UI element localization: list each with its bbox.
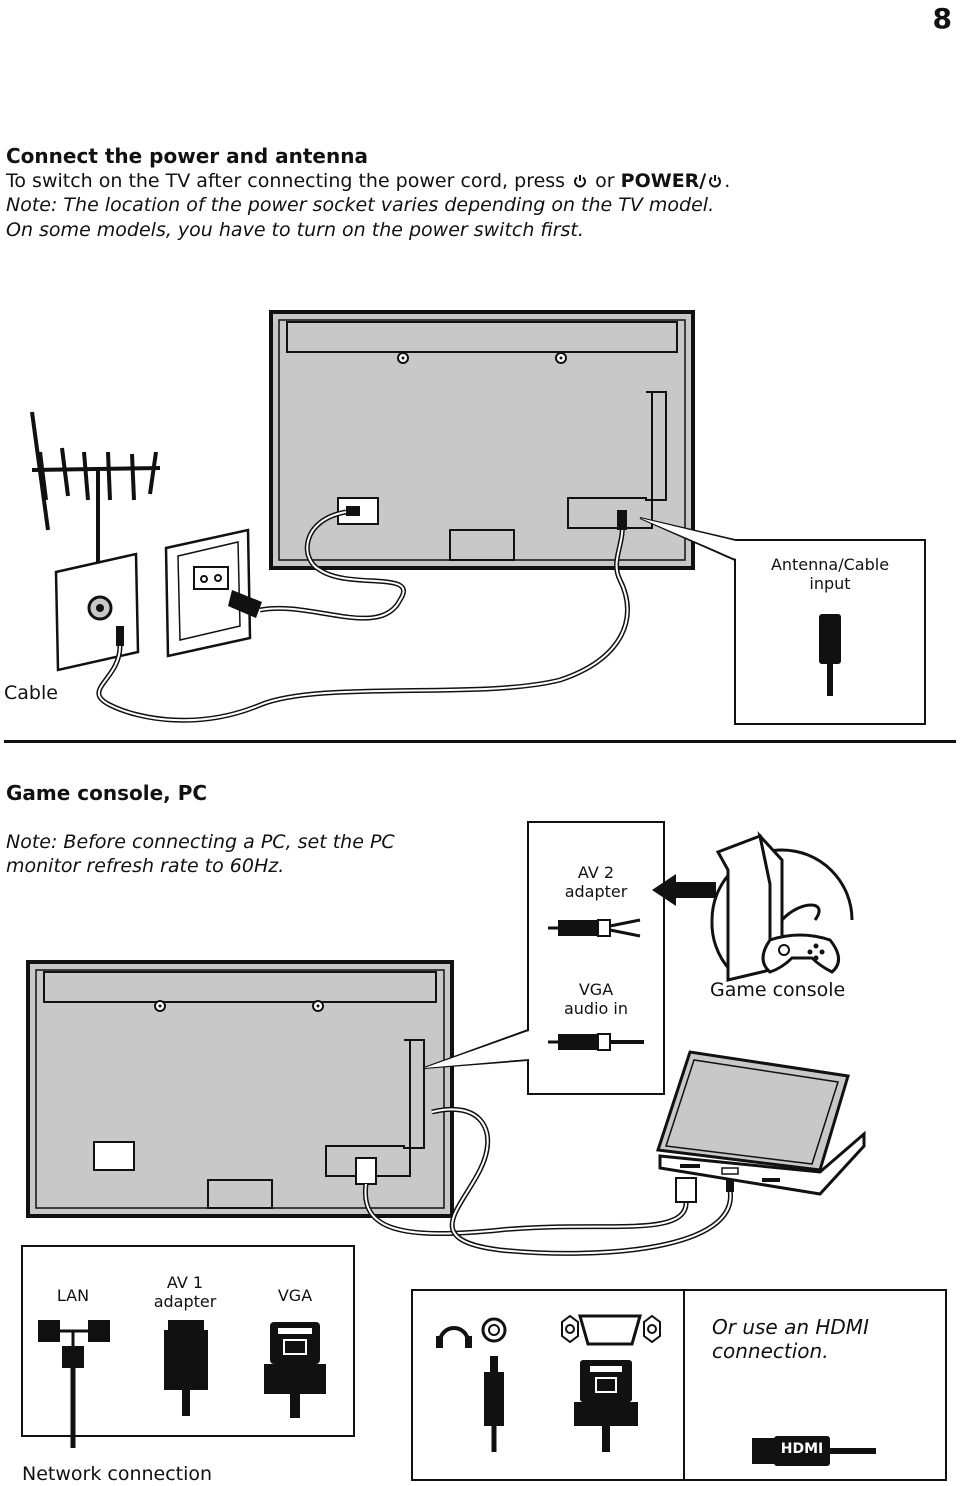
vga-audio-plug bbox=[548, 1033, 644, 1051]
cable-label: Cable bbox=[4, 682, 58, 704]
av2-adapter-label: AV 2 adapter bbox=[530, 863, 662, 901]
page-number: 8 bbox=[932, 2, 952, 35]
hdmi-plug-text: HDMI bbox=[780, 1441, 824, 1457]
audio-jack-icon bbox=[481, 1317, 507, 1452]
headphone-icon bbox=[436, 1326, 472, 1348]
vga-audio-label-line1: VGA bbox=[578, 980, 614, 999]
power-instruction: To switch on the TV after connecting the… bbox=[6, 169, 730, 193]
av1-adapter-icon bbox=[164, 1320, 208, 1416]
power-icon bbox=[574, 175, 587, 188]
av1-label-line2: adapter bbox=[153, 1292, 217, 1311]
lan-port-icon bbox=[38, 1320, 110, 1448]
antenna-input-label-line2: input bbox=[809, 574, 851, 593]
laptop-illustration bbox=[656, 1050, 866, 1196]
power-button-label: POWER/ bbox=[620, 170, 707, 192]
av1-adapter-label: AV 1 adapter bbox=[140, 1273, 230, 1311]
tv-back-top bbox=[269, 310, 695, 570]
game-section-heading: Game console, PC bbox=[6, 781, 208, 805]
power-note-1: Note: The location of the power socket v… bbox=[6, 194, 715, 216]
vga-label: VGA bbox=[277, 1286, 313, 1305]
game-note-1: Note: Before connecting a PC, set the PC bbox=[6, 831, 395, 853]
power-instruction-end: . bbox=[724, 170, 731, 192]
power-instruction-text: To switch on the TV after connecting the… bbox=[6, 170, 566, 192]
vga-port-icon-small bbox=[264, 1322, 326, 1418]
av2-adapter-plug bbox=[548, 918, 641, 938]
hdmi-plug-icon bbox=[752, 1436, 876, 1466]
power-note-2: On some models, you have to turn on the … bbox=[6, 219, 584, 241]
power-outlet-illustration bbox=[164, 528, 262, 658]
av2-label-line1: AV 2 bbox=[577, 863, 615, 882]
power-icon bbox=[709, 175, 722, 188]
antenna-wall-plate bbox=[54, 552, 140, 672]
section-divider bbox=[4, 740, 956, 743]
antenna-input-label-line1: Antenna/Cable bbox=[770, 555, 890, 574]
hdmi-note-1: Or use an HDMI bbox=[712, 1315, 869, 1339]
power-section-heading: Connect the power and antenna bbox=[6, 144, 368, 168]
av1-label-line1: AV 1 bbox=[166, 1273, 204, 1292]
hdmi-note-2: connection. bbox=[712, 1339, 829, 1363]
arrow-left-icon bbox=[652, 874, 716, 906]
antenna-input-label: Antenna/Cable input bbox=[740, 555, 920, 593]
lan-label: LAN bbox=[56, 1286, 90, 1305]
game-console-label: Game console bbox=[710, 979, 846, 1001]
game-note-2: monitor refresh rate to 60Hz. bbox=[6, 855, 285, 877]
av2-label-line2: adapter bbox=[564, 882, 628, 901]
network-connection-label: Network connection bbox=[22, 1463, 213, 1485]
vga-port-icon-large bbox=[561, 1314, 661, 1452]
antenna-illustration bbox=[30, 411, 161, 566]
vga-audio-label-line2: audio in bbox=[563, 999, 628, 1018]
vga-audio-label: VGA audio in bbox=[530, 980, 662, 1018]
game-console-illustration bbox=[710, 830, 854, 982]
tv-back-bottom bbox=[26, 960, 454, 1218]
power-instruction-or: or bbox=[595, 170, 615, 192]
